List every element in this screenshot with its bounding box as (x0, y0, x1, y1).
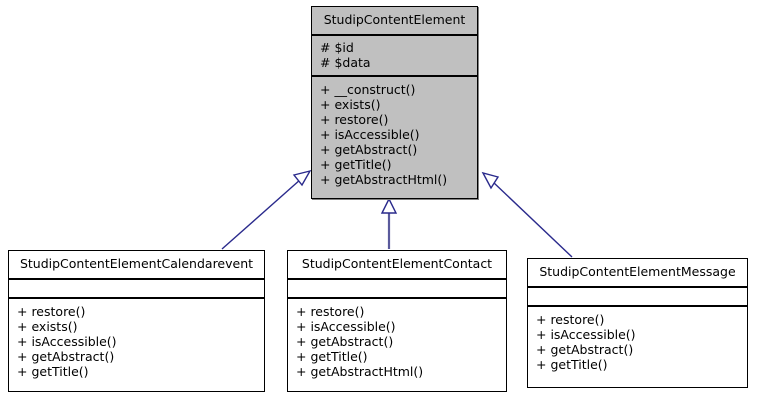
operation-item: + restore() (536, 311, 605, 327)
operation-item: + restore() (320, 111, 389, 127)
operation-item: + getAbstractHtml() (296, 363, 424, 379)
class-box-studipcontentelementmessage[interactable]: StudipContentElementMessage + restore() … (527, 258, 748, 388)
operation-item: + isAccessible() (17, 333, 117, 349)
class-operations-studipcontentelement: + __construct() + exists() + restore() +… (312, 77, 477, 199)
operation-item: + isAccessible() (320, 126, 420, 142)
class-name-studipcontentelementcontact: StudipContentElementContact (288, 251, 506, 280)
class-name-studipcontentelement: StudipContentElement (312, 7, 477, 36)
operation-item: + getTitle() (536, 356, 608, 372)
inheritance-edge-calendarevent (221, 169, 312, 250)
class-name-studipcontentelementmessage: StudipContentElementMessage (528, 259, 747, 288)
class-box-studipcontentelementcalendarevent[interactable]: StudipContentElementCalendarevent + rest… (8, 250, 265, 392)
operation-item: + exists() (320, 96, 381, 112)
operation-item: + restore() (17, 303, 86, 319)
operation-item: + getAbstract() (320, 141, 418, 157)
operation-item: + getTitle() (320, 156, 392, 172)
operation-item: + getTitle() (296, 348, 368, 364)
operation-item: + getTitle() (17, 363, 89, 379)
class-operations-studipcontentelementcalendarevent: + restore() + exists() + isAccessible() … (9, 299, 264, 392)
class-attributes-studipcontentelementcalendarevent (9, 280, 264, 299)
operation-item: + exists() (17, 318, 78, 334)
class-attributes-studipcontentelementmessage (528, 288, 747, 307)
inheritance-edge-message (481, 171, 573, 258)
attribute-item: # $data (320, 54, 371, 70)
operation-item: + getAbstract() (296, 333, 394, 349)
class-box-studipcontentelementcontact[interactable]: StudipContentElementContact + restore() … (287, 250, 507, 392)
class-operations-studipcontentelementmessage: + restore() + isAccessible() + getAbstra… (528, 307, 747, 388)
operation-item: + __construct() (320, 81, 416, 97)
attribute-item: # $id (320, 39, 354, 55)
class-attributes-studipcontentelement: # $id # $data (312, 36, 477, 77)
operation-item: + isAccessible() (536, 326, 636, 342)
operation-item: + getAbstract() (536, 341, 634, 357)
class-name-studipcontentelementcalendarevent: StudipContentElementCalendarevent (9, 251, 264, 280)
class-attributes-studipcontentelementcontact (288, 280, 506, 299)
class-operations-studipcontentelementcontact: + restore() + isAccessible() + getAbstra… (288, 299, 506, 392)
class-box-studipcontentelement[interactable]: StudipContentElement # $id # $data + __c… (311, 6, 478, 199)
operation-item: + getAbstractHtml() (320, 171, 448, 187)
inheritance-edge-contact (380, 197, 398, 249)
operation-item: + getAbstract() (17, 348, 115, 364)
operation-item: + restore() (296, 303, 365, 319)
operation-item: + isAccessible() (296, 318, 396, 334)
